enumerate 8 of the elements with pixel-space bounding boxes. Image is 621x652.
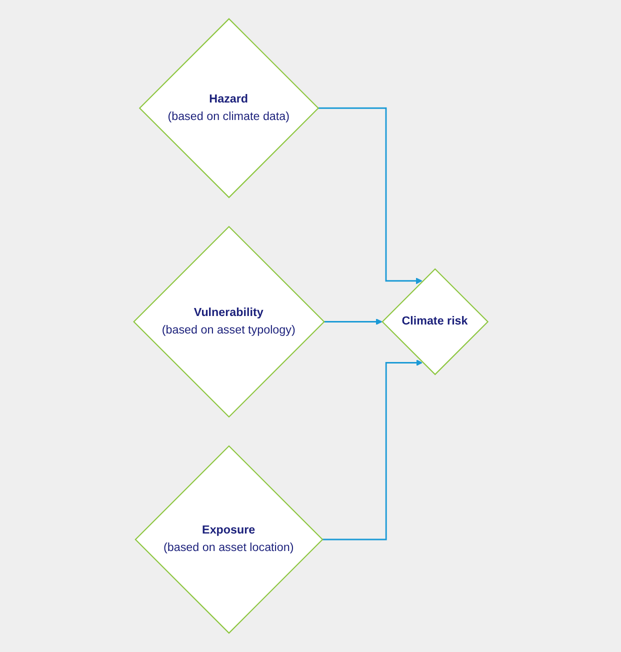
arrow — [323, 318, 382, 325]
arrow — [322, 360, 422, 540]
flowchart: Hazard (based on climate data) Vulnerability (based on asset typology) Exposure (based on asset location) Climate risk — [128, 13, 494, 639]
arrow — [318, 107, 422, 284]
node-diamond — [132, 226, 325, 418]
node-diamond — [138, 18, 319, 198]
node-diamond — [381, 268, 488, 376]
node-diamond — [134, 445, 323, 634]
